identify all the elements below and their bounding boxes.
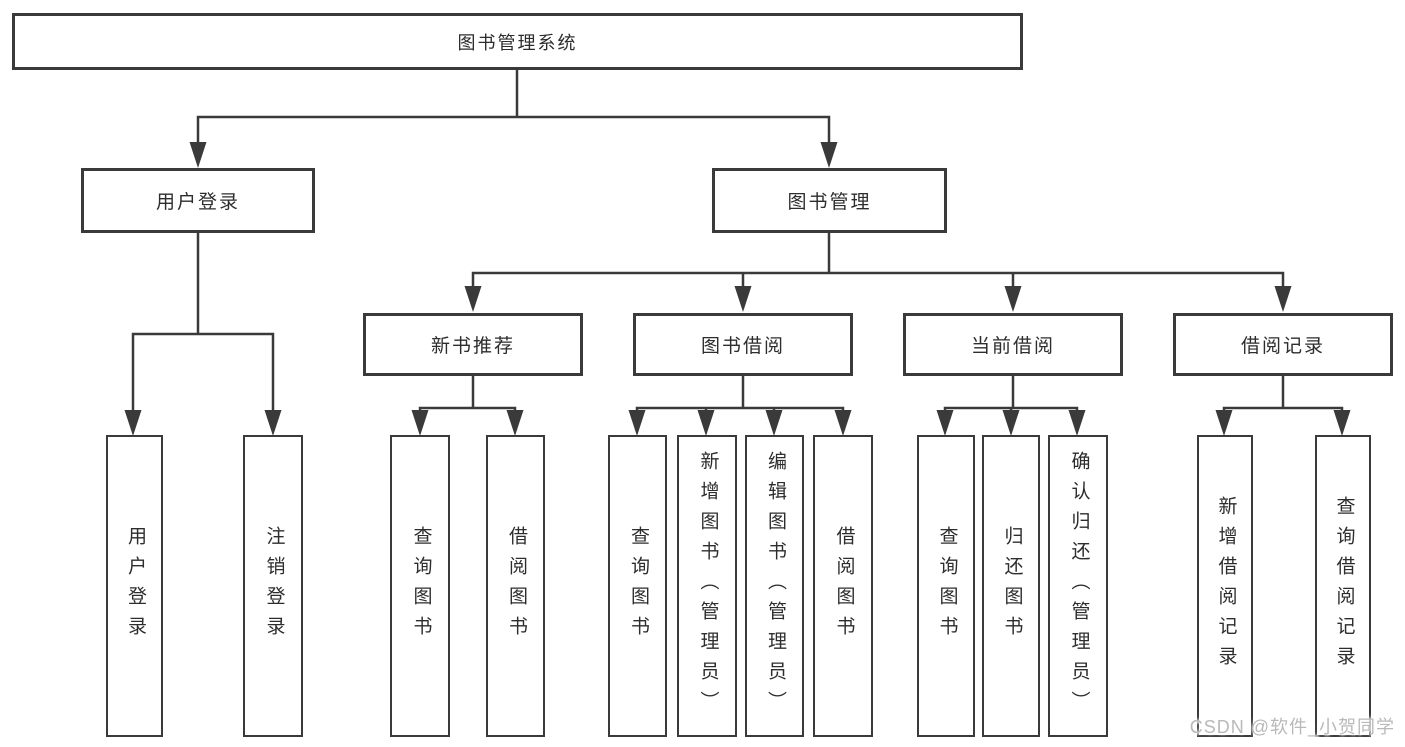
leaf-cb-return-book-label: 归还图书 [1001, 526, 1023, 646]
leaf-br-query-borrow-record: 查询借阅记录 [1315, 435, 1371, 737]
leaf-user-login: 用户登录 [106, 435, 163, 737]
node-book-borrow-label: 图书借阅 [700, 336, 785, 357]
leaf-cb-query-book-label: 查询图书 [936, 526, 958, 646]
leaf-bb-borrow-book: 借阅图书 [813, 435, 873, 737]
leaf-bb-add-book-admin: 新增图书（管理员） [677, 435, 737, 737]
node-current-borrow: 当前借阅 [903, 313, 1123, 376]
leaf-cb-return-book: 归还图书 [982, 435, 1040, 737]
node-borrow-records: 借阅记录 [1173, 313, 1393, 376]
leaf-bb-borrow-book-label: 借阅图书 [833, 526, 855, 646]
node-user-login-label: 用户登录 [155, 192, 240, 213]
watermark: CSDN @软件_小贺同学 [1189, 717, 1395, 737]
node-new-book-recommend: 新书推荐 [363, 313, 583, 376]
leaf-bb-edit-book-admin: 编辑图书（管理员） [745, 435, 804, 737]
node-library-system-label: 图书管理系统 [457, 32, 578, 53]
leaf-nb-borrow-book: 借阅图书 [486, 435, 545, 737]
leaf-cb-confirm-return-admin-label: 确认归还（管理员） [1068, 451, 1090, 721]
node-book-management-label: 图书管理 [787, 192, 872, 213]
node-book-management: 图书管理 [712, 168, 947, 233]
node-current-borrow-label: 当前借阅 [970, 336, 1055, 357]
leaf-bb-query-book: 查询图书 [608, 435, 667, 737]
leaf-cb-query-book: 查询图书 [917, 435, 975, 737]
leaf-logout-login: 注销登录 [243, 435, 303, 737]
node-library-system: 图书管理系统 [12, 13, 1023, 70]
leaf-user-login-label: 用户登录 [124, 526, 146, 646]
node-borrow-records-label: 借阅记录 [1240, 336, 1325, 357]
leaf-bb-edit-book-admin-label: 编辑图书（管理员） [764, 451, 786, 721]
leaf-cb-confirm-return-admin: 确认归还（管理员） [1048, 435, 1108, 737]
node-new-book-recommend-label: 新书推荐 [430, 336, 515, 357]
leaf-logout-login-label: 注销登录 [263, 526, 285, 646]
leaf-nb-borrow-book-label: 借阅图书 [505, 526, 527, 646]
leaf-br-add-borrow-record: 新增借阅记录 [1197, 435, 1253, 737]
leaf-nb-query-book-label: 查询图书 [410, 526, 432, 646]
leaf-bb-query-book-label: 查询图书 [627, 526, 649, 646]
leaf-br-add-borrow-record-label: 新增借阅记录 [1215, 496, 1237, 676]
leaf-nb-query-book: 查询图书 [390, 435, 450, 737]
node-book-borrow: 图书借阅 [633, 313, 853, 376]
leaf-bb-add-book-admin-label: 新增图书（管理员） [697, 451, 719, 721]
node-user-login: 用户登录 [81, 168, 315, 233]
leaf-br-query-borrow-record-label: 查询借阅记录 [1333, 496, 1355, 676]
arrowheads [124, 142, 1351, 436]
